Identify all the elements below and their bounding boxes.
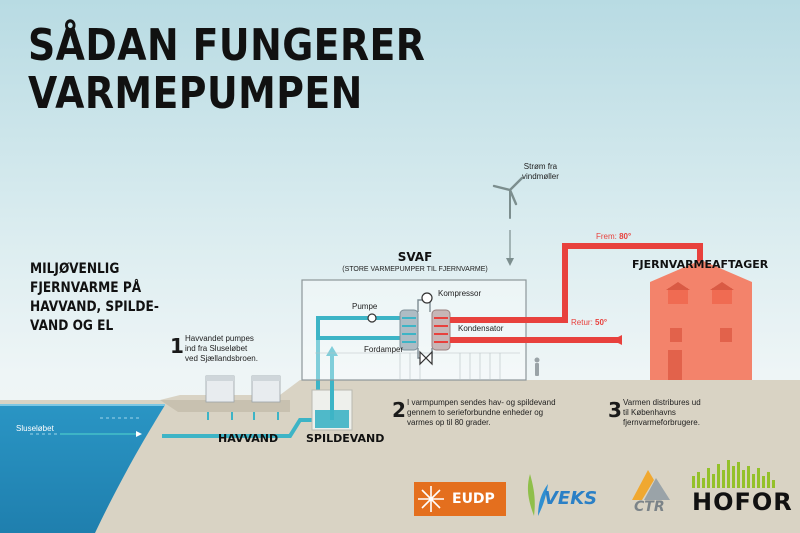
- tagline-line: FJERNVARME PÅ: [30, 280, 142, 296]
- tagline: MILJØVENLIG FJERNVARME PÅ HAVVAND, SPILD…: [30, 260, 159, 336]
- tagline-line: HAVVAND, SPILDE-: [30, 299, 159, 315]
- evaporator-unit: [399, 309, 419, 351]
- step-number: 1: [170, 334, 184, 358]
- kompressor-label: Kompressor: [438, 289, 482, 298]
- spildevand-label: SPILDEVAND: [306, 432, 385, 445]
- veks-leaf-icon: [527, 474, 548, 516]
- frem-label: Frem: 80°: [596, 232, 632, 241]
- compressor-symbol: [421, 292, 433, 304]
- havvand-label: HAVVAND: [218, 432, 279, 445]
- sea: [0, 405, 165, 533]
- hofor-logo: HOFOR: [690, 458, 792, 518]
- kondensator-label: Kondensator: [458, 324, 504, 333]
- step-number: 3: [608, 398, 622, 422]
- page-title: SÅDAN FUNGERER VARMEPUMPEN: [28, 22, 425, 118]
- veks-logo: VEKS: [520, 470, 597, 518]
- step-description: Havvandet pumpes ind fra Sluseløbet ved …: [185, 334, 258, 363]
- step-description: I varmpumpen sendes hav- og spildevand g…: [407, 398, 556, 427]
- wind-turbine: [492, 176, 524, 219]
- fordamper-label: Fordamper: [364, 345, 404, 354]
- expansion-valve-symbol: [419, 350, 433, 366]
- condenser-unit: [431, 309, 451, 351]
- eudp-star-icon: [418, 486, 444, 512]
- pump-symbol: [367, 313, 377, 323]
- svaf-title: SVAF: [397, 250, 433, 264]
- ground: [0, 380, 800, 533]
- sluselobet-label: Sluseløbet: [16, 424, 54, 433]
- ctr-logo: CTR: [628, 466, 674, 518]
- consumer-label: FJERNVARMEAFTAGER: [632, 258, 769, 271]
- havvand-pump-houses: [160, 375, 305, 421]
- svaf-header: SVAF (STORE VARMEPUMPER TIL FJERNVARME): [330, 250, 500, 273]
- consumer-house: [650, 260, 752, 380]
- eudp-logo: EUDP: [414, 482, 506, 516]
- step-description: Varmen distribures ud til Københavns fje…: [623, 398, 701, 427]
- person-silhouette: [534, 357, 540, 376]
- tagline-line: MILJØVENLIG: [30, 261, 120, 277]
- wind-label: Strøm fra vindmøller: [522, 162, 559, 181]
- step-number: 2: [392, 398, 406, 422]
- tagline-line: VAND OG EL: [30, 318, 114, 334]
- title-line-1: SÅDAN FUNGERER: [28, 20, 426, 71]
- spildevand-well: [311, 346, 353, 431]
- hofor-bars-icon: [692, 460, 775, 488]
- retur-label: Retur: 50°: [571, 318, 608, 327]
- ctr-mountain-icon: [632, 470, 670, 500]
- svaf-subtitle: (STORE VARMEPUMPER TIL FJERNVARME): [342, 266, 488, 273]
- title-line-2: VARMEPUMPEN: [28, 68, 363, 119]
- pumpe-label: Pumpe: [352, 302, 378, 311]
